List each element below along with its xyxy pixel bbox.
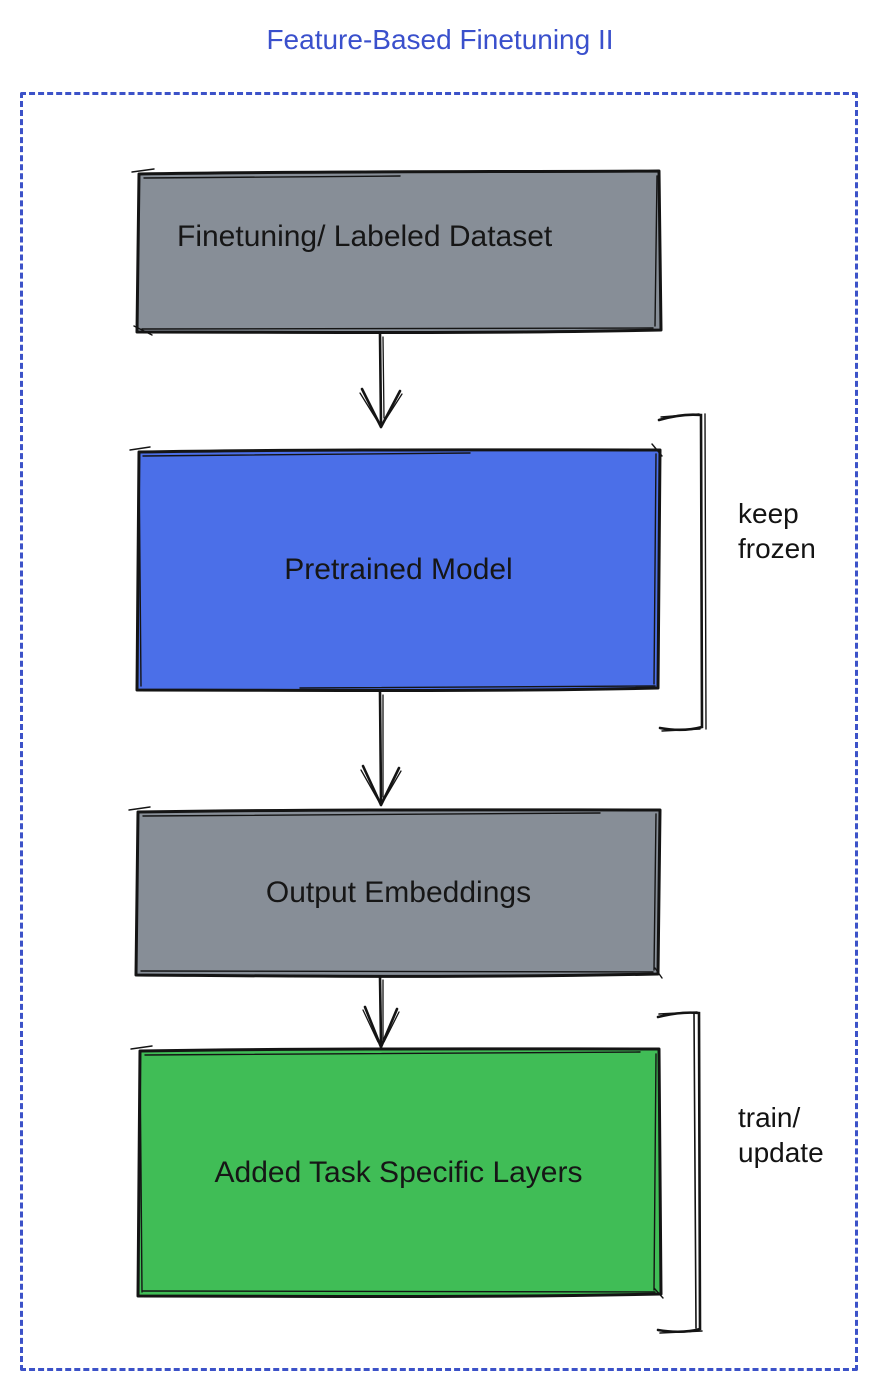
annotation-keep-frozen: keep frozen xyxy=(738,498,816,564)
box-pretrained-model-sketchline xyxy=(129,443,663,689)
box-finetuning-dataset-shape xyxy=(135,169,663,334)
box-pretrained-model-shape xyxy=(135,448,662,692)
annotation-train-update: train/ update xyxy=(738,1102,824,1168)
box-finetuning-dataset xyxy=(131,168,663,336)
bracket-train-update xyxy=(656,1011,703,1334)
box-task-specific-layers-shape xyxy=(136,1047,663,1298)
box-finetuning-dataset-sketchline xyxy=(131,168,658,336)
box-output-embeddings-sketchline xyxy=(128,806,663,979)
box-output-embeddings-shape xyxy=(134,808,662,978)
bracket-keep-frozen xyxy=(657,413,707,732)
box-output-embeddings xyxy=(128,806,663,979)
diagram-title: Feature-Based Finetuning II xyxy=(266,24,614,55)
arrow-down-2 xyxy=(360,690,402,807)
dotted-frame xyxy=(20,92,858,1371)
box-pretrained-model xyxy=(129,443,663,692)
arrow-down-3 xyxy=(362,975,400,1049)
box-task-specific-layers xyxy=(130,1045,664,1299)
box-task-specific-layers-sketchline xyxy=(130,1045,664,1299)
arrow-down-1 xyxy=(359,332,403,429)
